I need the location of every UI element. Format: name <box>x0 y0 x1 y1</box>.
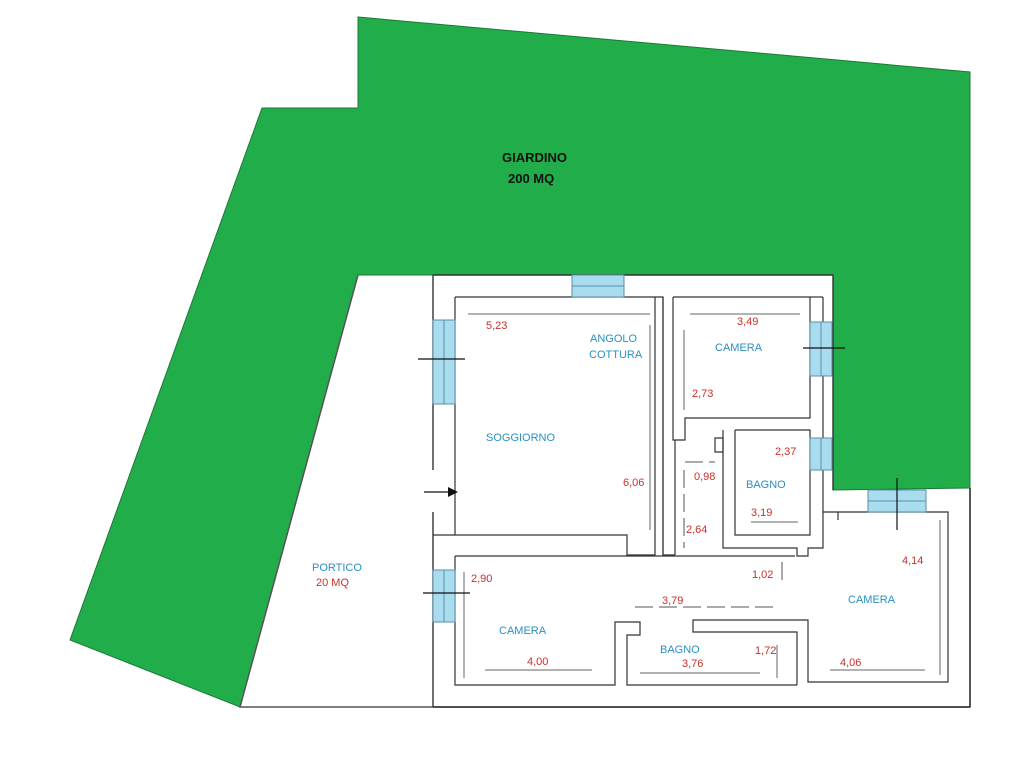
dim-camera-top-width: 3,49 <box>737 316 758 328</box>
dim-camera-left-depth: 2,90 <box>471 573 492 585</box>
portico-area: 20 MQ <box>316 577 349 589</box>
dim-hall-width: 1,02 <box>752 569 773 581</box>
room-label-camera-right: CAMERA <box>848 594 896 606</box>
room-label-cottura: COTTURA <box>589 349 643 361</box>
dim-bagno-bottom-width: 3,76 <box>682 658 703 670</box>
dim-corridor-width: 0,98 <box>694 471 715 483</box>
dim-soggiorno-depth: 6,06 <box>623 477 644 489</box>
room-label-bagno-top: BAGNO <box>746 479 786 491</box>
dim-bagno-top-width: 3,19 <box>751 507 772 519</box>
dim-camera-top-depth: 2,73 <box>692 388 713 400</box>
dimension-lines <box>463 313 941 678</box>
garden-area <box>69 16 971 708</box>
dim-camera-right-depth: 4,14 <box>902 555 923 567</box>
window-ticks <box>418 347 898 594</box>
room-label-angolo: ANGOLO <box>590 333 638 345</box>
room-label-camera-left: CAMERA <box>499 625 547 637</box>
room-label-soggiorno: SOGGIORNO <box>486 432 556 444</box>
dim-camera-left-width: 4,00 <box>527 656 548 668</box>
room-label-camera-top: CAMERA <box>715 342 763 354</box>
portico-title: PORTICO <box>312 562 362 574</box>
exterior-walls <box>432 274 971 708</box>
dim-corridor-length: 2,64 <box>686 524 707 536</box>
dashed-lines <box>635 461 783 608</box>
room-label-bagno-bottom: BAGNO <box>660 644 700 656</box>
entrance-arrow-icon <box>424 487 458 497</box>
dim-bagno-bottom-depth: 1,72 <box>755 645 776 657</box>
dim-bagno-top-depth: 2,37 <box>775 446 796 458</box>
dim-camera-right-width: 4,06 <box>840 657 861 669</box>
garden-title: GIARDINO <box>502 150 567 165</box>
dim-hall-length: 3,79 <box>662 595 683 607</box>
dim-soggiorno-width: 5,23 <box>486 320 507 332</box>
garden-area: 200 MQ <box>508 171 554 186</box>
